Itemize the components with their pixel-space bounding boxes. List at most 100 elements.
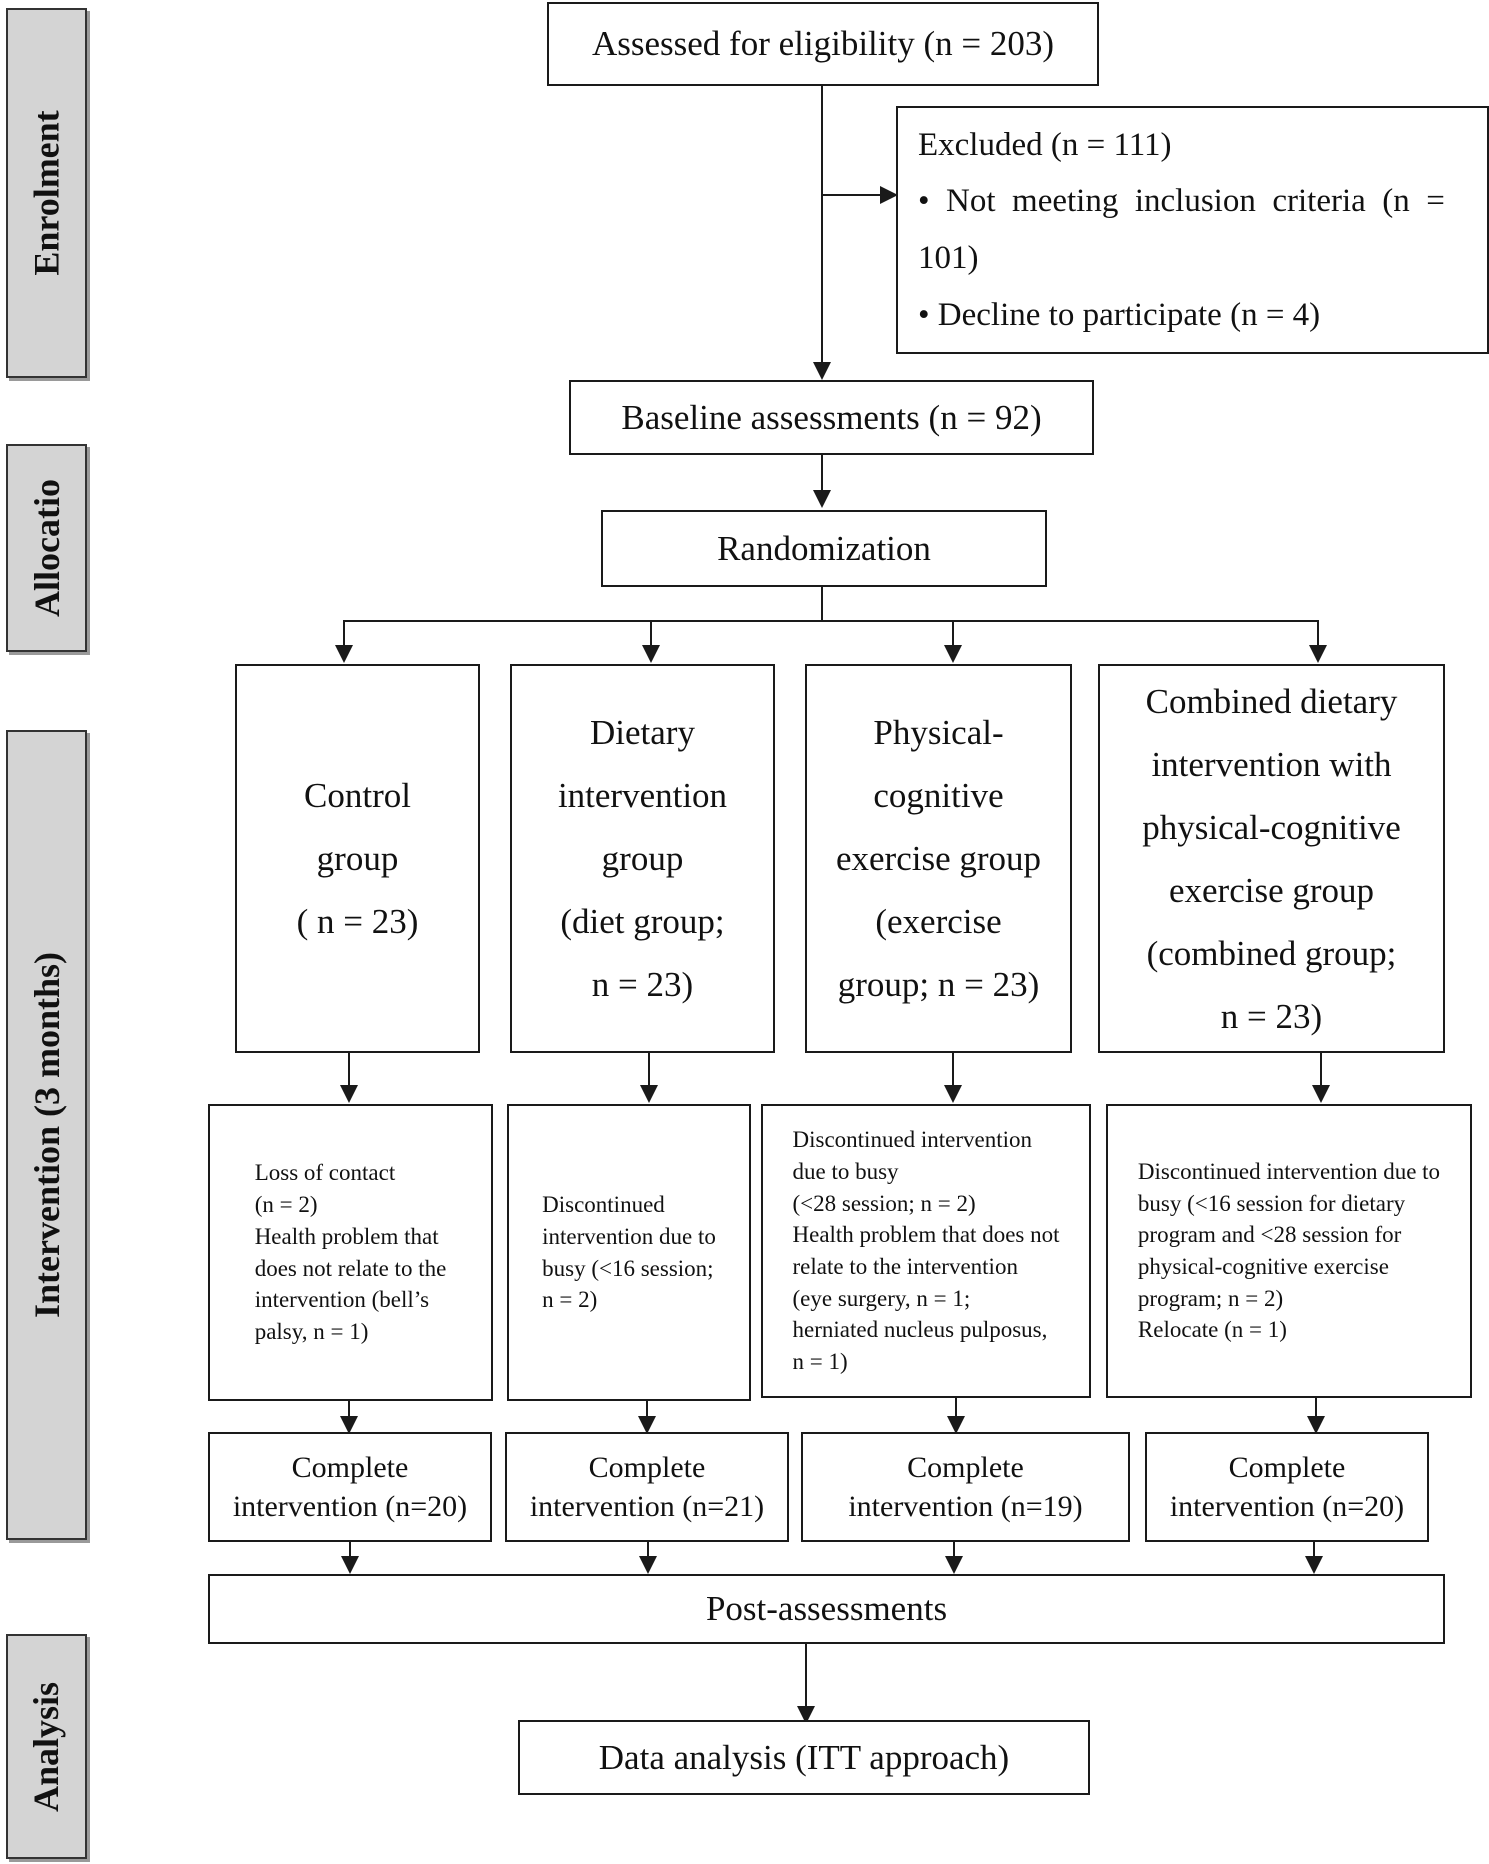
arrow: [813, 362, 831, 380]
arrow: [341, 1556, 359, 1574]
arrow: [642, 645, 660, 663]
group-line: (exercise: [875, 902, 1002, 941]
stage-allocation-label: Allocatio: [26, 479, 67, 617]
dropout-line: Health problem that does not: [792, 1222, 1060, 1248]
stage-enrolment-label: Enrolment: [26, 110, 67, 276]
group-line: group: [601, 839, 684, 878]
dropout-line: (eye surgery, n = 1;: [792, 1285, 971, 1311]
data-analysis-text: Data analysis (ITT approach): [598, 1737, 1010, 1777]
complete-lines: Complete intervention (n=20): [1170, 1448, 1404, 1526]
arrow: [1309, 645, 1327, 663]
dropout-box: Loss of contact (n = 2) Health problem t…: [208, 1104, 493, 1401]
dropout-line: program and <28 session for: [1137, 1222, 1402, 1248]
group-lines: Control group ( n = 23): [297, 764, 419, 953]
complete-box: Complete intervention (n=21): [505, 1432, 789, 1542]
connector: [822, 194, 892, 196]
excluded-box: Excluded (n = 111) • Not meeting inclusi…: [896, 106, 1489, 354]
arrow: [1307, 1416, 1325, 1434]
arrow: [640, 1085, 658, 1103]
dropout-line: palsy, n = 1): [254, 1318, 369, 1344]
stage-analysis: Analysis: [6, 1634, 87, 1859]
stage-intervention-label: Intervention (3 months): [26, 952, 67, 1318]
dropout-line: busy (<16 session;: [542, 1255, 714, 1281]
stage-allocation: Allocatio: [6, 444, 87, 652]
connector: [343, 620, 345, 646]
excluded-item-1b: 101): [918, 240, 979, 276]
assessed-text: Assessed for eligibility (n = 203): [591, 24, 1055, 64]
dropout-line: Discontinued: [542, 1192, 665, 1218]
dropout-line: Discontinued intervention due to: [1137, 1158, 1441, 1184]
group-line: exercise group: [1168, 870, 1375, 910]
group-line: Physical-: [873, 713, 1004, 752]
connector: [646, 1401, 648, 1418]
connector: [1313, 1542, 1315, 1558]
complete-lines: Complete intervention (n=19): [848, 1448, 1082, 1526]
complete-box: Complete intervention (n=20): [1145, 1432, 1429, 1542]
connector: [821, 86, 823, 364]
stage-intervention: Intervention (3 months): [6, 730, 87, 1540]
group-lines: Physical- cognitive exercise group (exer…: [836, 701, 1041, 1016]
dropout-line: Loss of contact: [254, 1160, 396, 1186]
group-lines: Combined dietary intervention with physi…: [1142, 670, 1401, 1048]
baseline-text: Baseline assessments (n = 92): [621, 397, 1042, 437]
connector: [821, 455, 823, 492]
connector: [1320, 1053, 1322, 1087]
group-line: (diet group;: [560, 902, 725, 941]
dropout-line: n = 1): [792, 1349, 848, 1375]
connector: [952, 1053, 954, 1087]
arrow: [340, 1416, 358, 1434]
data-analysis-box: Data analysis (ITT approach): [518, 1720, 1090, 1795]
connector: [348, 1053, 350, 1087]
group-line: group; n = 23): [837, 965, 1040, 1004]
group-box: Physical- cognitive exercise group (exer…: [805, 664, 1072, 1053]
complete-line-1: Complete: [907, 1451, 1024, 1484]
dropout-line: Relocate (n = 1): [1137, 1317, 1287, 1343]
connector: [650, 620, 652, 646]
group-line: physical-cognitive: [1142, 807, 1401, 847]
connector: [821, 587, 823, 621]
excluded-item-2: • Decline to participate (n = 4): [918, 296, 1321, 333]
complete-line-2: intervention (n=20): [232, 1490, 468, 1523]
dropout-line: does not relate to the: [254, 1255, 447, 1281]
dropout-line: relate to the intervention: [792, 1254, 1018, 1279]
arrow: [797, 1706, 815, 1724]
dropout-line: Discontinued intervention: [792, 1127, 1033, 1153]
dropout-line: n = 2): [542, 1287, 598, 1313]
complete-line-1: Complete: [291, 1451, 409, 1484]
group-line: Dietary: [590, 713, 695, 752]
connector: [953, 1542, 955, 1558]
connector: [955, 1398, 957, 1418]
randomization-text: Randomization: [717, 528, 931, 568]
dropout-line: physical-cognitive exercise: [1137, 1254, 1389, 1279]
connector: [648, 1053, 650, 1087]
group-line: ( n = 23): [296, 902, 419, 941]
post-assessments-text: Post-assessments: [705, 1589, 948, 1629]
arrow: [638, 1416, 656, 1434]
group-line: intervention: [557, 776, 728, 815]
assessed-box: Assessed for eligibility (n = 203): [547, 2, 1099, 86]
arrow: [1312, 1085, 1330, 1103]
complete-lines: Complete intervention (n=21): [530, 1448, 764, 1526]
arrow: [944, 645, 962, 663]
dropout-line: intervention due to: [542, 1223, 716, 1249]
randomization-box: Randomization: [601, 510, 1047, 587]
connector: [348, 1401, 350, 1418]
complete-box: Complete intervention (n=19): [801, 1432, 1130, 1542]
dropout-line: Health problem that: [254, 1223, 439, 1249]
complete-line-1: Complete: [588, 1451, 706, 1484]
arrow: [335, 645, 353, 663]
arrow: [639, 1556, 657, 1574]
arrow: [880, 186, 898, 204]
arrow: [947, 1416, 965, 1434]
group-box: Control group ( n = 23): [235, 664, 480, 1053]
arrow: [1305, 1556, 1323, 1574]
dropout-line: herniated nucleus pulposus,: [792, 1317, 1048, 1343]
group-lines: Dietary intervention group (diet group; …: [558, 701, 727, 1016]
stage-analysis-label: Analysis: [26, 1681, 67, 1812]
dropout-lines: Discontinued intervention due to busy (<…: [773, 1124, 1080, 1378]
connector: [1315, 1398, 1317, 1418]
complete-line-2: intervention (n=19): [848, 1490, 1083, 1523]
excluded-title: Excluded (n = 111): [918, 126, 1172, 163]
complete-line-2: intervention (n=20): [1169, 1490, 1405, 1523]
dropout-box: Discontinued intervention due to busy (<…: [507, 1104, 751, 1401]
